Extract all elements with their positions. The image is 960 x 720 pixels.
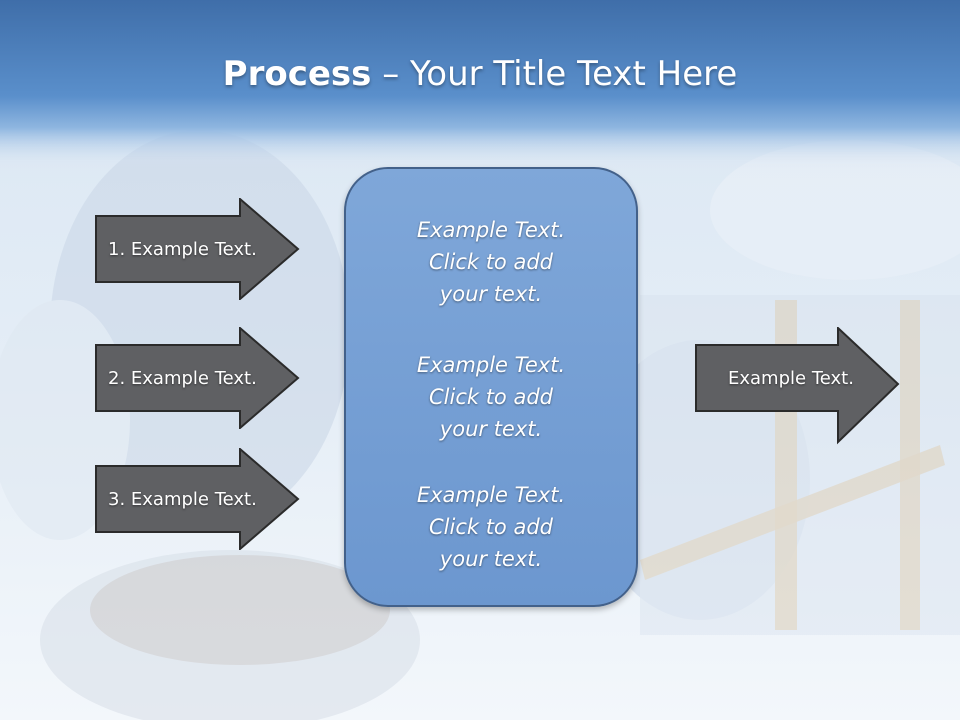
center-line: Click to add [346, 246, 636, 278]
title-rest: Your Title Text Here [410, 54, 737, 94]
center-paragraph-3: Example Text. Click to add your text. [346, 479, 636, 575]
center-line: Example Text. [346, 349, 636, 381]
step-arrow-1[interactable]: 1. Example Text. [95, 198, 300, 300]
center-paragraph-2: Example Text. Click to add your text. [346, 349, 636, 445]
center-line: your text. [346, 278, 636, 310]
center-paragraph-1: Example Text. Click to add your text. [346, 214, 636, 310]
output-label: Example Text. [728, 327, 854, 429]
center-line: your text. [346, 543, 636, 575]
center-line: Click to add [346, 381, 636, 413]
title-separator: – [371, 54, 410, 94]
output-arrow[interactable]: Example Text. [695, 327, 900, 429]
center-line: your text. [346, 413, 636, 445]
title-bold: Process [223, 54, 372, 94]
center-text-box[interactable]: Example Text. Click to add your text. Ex… [344, 167, 638, 607]
page-title: Process – Your Title Text Here [0, 52, 960, 96]
step-arrow-2[interactable]: 2. Example Text. [95, 327, 300, 429]
center-line: Example Text. [346, 479, 636, 511]
step-arrow-3[interactable]: 3. Example Text. [95, 448, 300, 550]
step-label-2: 2. Example Text. [108, 327, 257, 429]
step-label-1: 1. Example Text. [108, 198, 257, 300]
center-line: Example Text. [346, 214, 636, 246]
center-line: Click to add [346, 511, 636, 543]
step-label-3: 3. Example Text. [108, 448, 257, 550]
